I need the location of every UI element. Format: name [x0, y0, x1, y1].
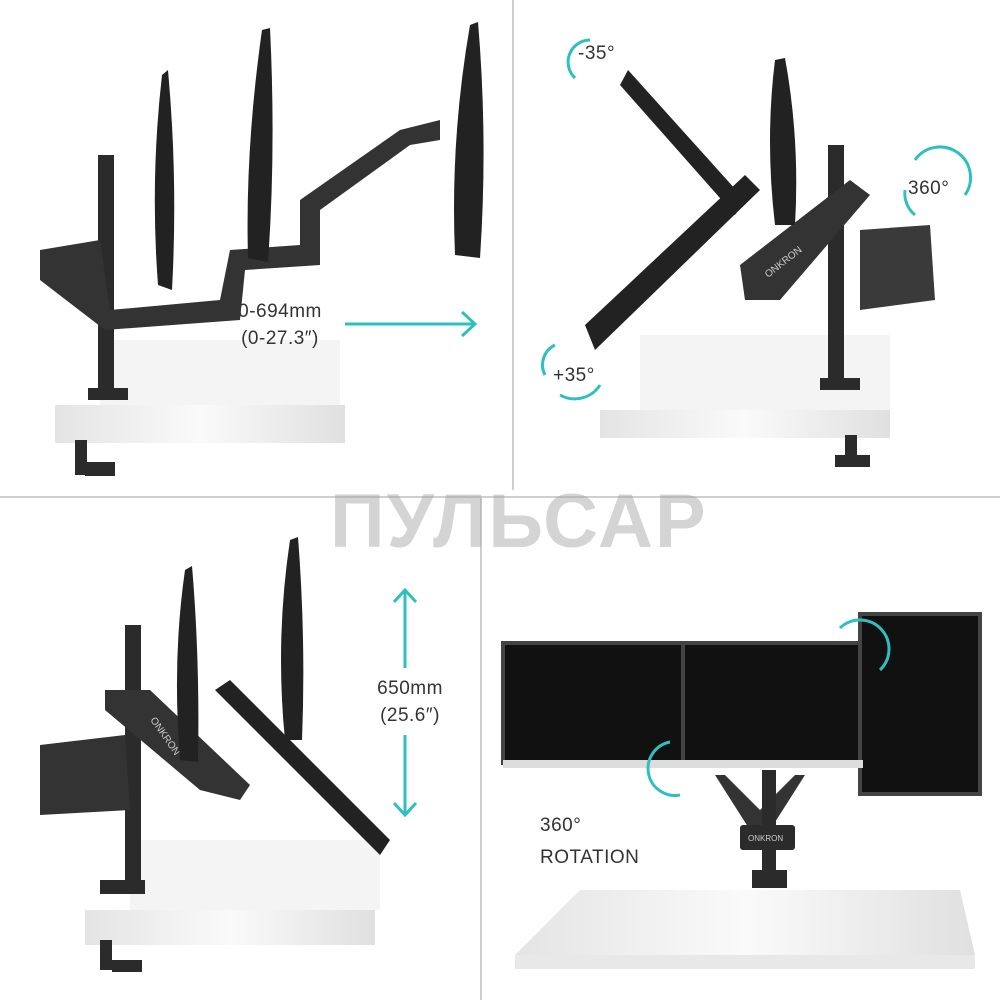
height-range-mm: 650mm [377, 678, 443, 699]
desk [85, 910, 375, 945]
panel-extension-illustration [40, 22, 484, 476]
swivel-label: 360° [908, 178, 950, 199]
panel-height-illustration: ONKRON [40, 537, 418, 972]
panel-rotation-illustration: ONKRON [501, 612, 982, 969]
desk-surface [640, 335, 890, 410]
desk-surface [130, 840, 380, 910]
pole [125, 625, 141, 890]
pole [98, 155, 114, 400]
desk-surface [100, 340, 340, 405]
clamp [75, 440, 87, 475]
monitor [247, 28, 273, 262]
monitor [215, 680, 390, 855]
monitor [620, 70, 745, 215]
extension-range-label: 0-694mm (0-27.3″) [210, 298, 350, 352]
monitor [770, 58, 797, 225]
rotate-arrow-icon [541, 38, 973, 401]
panel-tilt-illustration: ONKRON [541, 38, 973, 467]
arm [715, 775, 805, 830]
extension-range-in: (0-27.3″) [241, 328, 319, 349]
desk [55, 405, 345, 443]
desk [600, 410, 890, 438]
monitor [154, 70, 175, 290]
watermark: ПУЛЬСАР [330, 479, 708, 564]
rotate-arrow-icon [646, 618, 891, 797]
monitor [858, 612, 982, 796]
arrow-right-icon [345, 310, 478, 338]
divider-horizontal [0, 496, 1000, 498]
monitor [585, 175, 760, 350]
divider-vertical-bottom [480, 498, 482, 1000]
arm [740, 180, 870, 300]
rotation-text: ROTATION [540, 847, 640, 868]
clamp [100, 940, 112, 970]
desk [515, 890, 975, 955]
tilt-up-label: -35° [578, 43, 616, 64]
divider-vertical-top [512, 0, 514, 490]
rotation-label: 360° ROTATION [540, 810, 639, 874]
pole [762, 770, 776, 870]
arm [40, 120, 440, 330]
brand-logo: ONKRON [748, 834, 783, 843]
monitor [176, 566, 199, 762]
monitor [281, 537, 304, 740]
height-range-label: 650mm (25.6″) [365, 675, 455, 729]
arm [40, 735, 130, 815]
monitor [681, 641, 865, 767]
rotation-angle: 360° [540, 815, 582, 836]
extension-range-mm: 0-694mm [238, 301, 322, 322]
height-range-in: (25.6″) [380, 705, 440, 726]
monitor [501, 641, 687, 765]
tilt-down-label: +35° [553, 365, 595, 386]
arm [105, 690, 250, 800]
pole [828, 145, 844, 385]
double-arrow-vertical-icon [392, 587, 418, 818]
monitor [454, 22, 484, 258]
